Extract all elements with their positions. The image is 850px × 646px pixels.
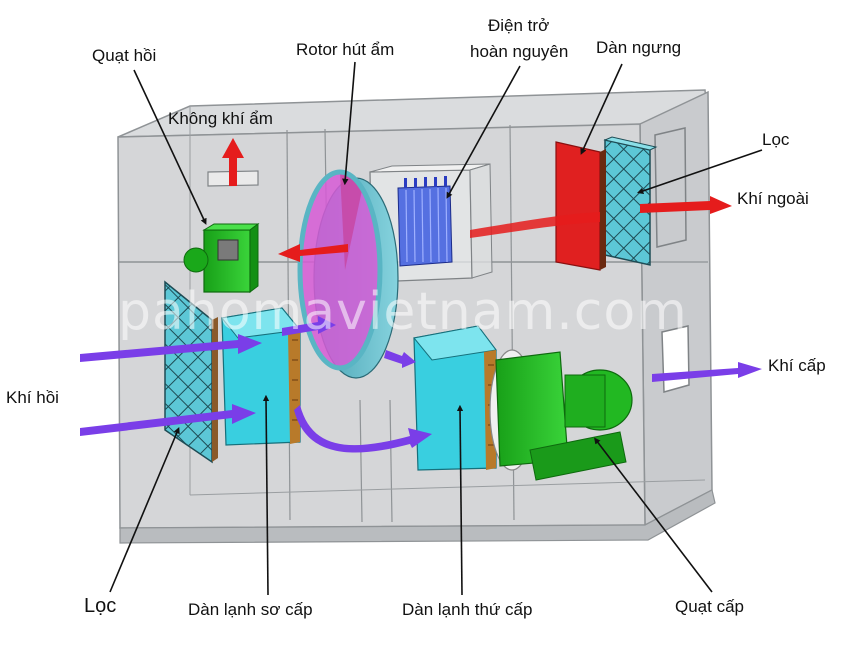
label-humid-air: Không khí ẩm xyxy=(168,109,273,128)
label-heater-line1: Điện trở xyxy=(488,16,550,35)
divider-5 xyxy=(389,399,393,523)
label-heater-line2: hoàn nguyên xyxy=(470,42,569,61)
leader-lines xyxy=(109,61,763,596)
label-return-fan: Quạt hồi xyxy=(92,46,157,65)
desiccant-rotor xyxy=(297,169,399,379)
watermark-text: pahomavietnam.com xyxy=(118,282,688,342)
flow-curve-bottom xyxy=(294,405,432,453)
supply-fan xyxy=(489,349,633,481)
outside-air-arrow xyxy=(640,196,732,214)
return-fan xyxy=(183,223,260,293)
label-primary-coil: Dàn lạnh sơ cấp xyxy=(188,600,313,619)
divider-4 xyxy=(359,399,363,523)
supply-air-arrow xyxy=(652,362,762,382)
rotor-to-secondary-arrow xyxy=(384,350,416,368)
coil-to-rotor-arrow xyxy=(282,316,336,336)
label-filter-top: Lọc xyxy=(762,130,790,149)
hot-airflow xyxy=(222,138,732,262)
cool-airflow xyxy=(80,316,762,453)
label-condenser: Dàn ngưng xyxy=(596,38,682,57)
label-secondary-coil: Dàn lạnh thứ cấp xyxy=(402,600,533,619)
return-air-arrow-upper xyxy=(80,334,262,362)
filter-right xyxy=(603,136,658,266)
humid-air-up-arrow xyxy=(222,138,244,186)
floor-line xyxy=(189,479,706,496)
label-outside-air: Khí ngoài xyxy=(737,189,809,208)
label-filter-bottom: Lọc xyxy=(84,595,117,617)
secondary-cooling-coil xyxy=(413,325,497,471)
label-rotor: Rotor hút ẩm xyxy=(296,40,395,59)
rotor-exhaust-arrow xyxy=(278,244,348,262)
label-supply-air: Khí cấp xyxy=(768,356,826,375)
casing-base xyxy=(119,489,716,544)
return-air-arrow-lower xyxy=(80,404,256,436)
hot-flow-through-heater xyxy=(470,212,600,238)
label-supply-fan: Quạt cấp xyxy=(675,597,744,616)
condenser-coil xyxy=(555,141,606,271)
label-return-air: Khí hồi xyxy=(6,388,59,407)
